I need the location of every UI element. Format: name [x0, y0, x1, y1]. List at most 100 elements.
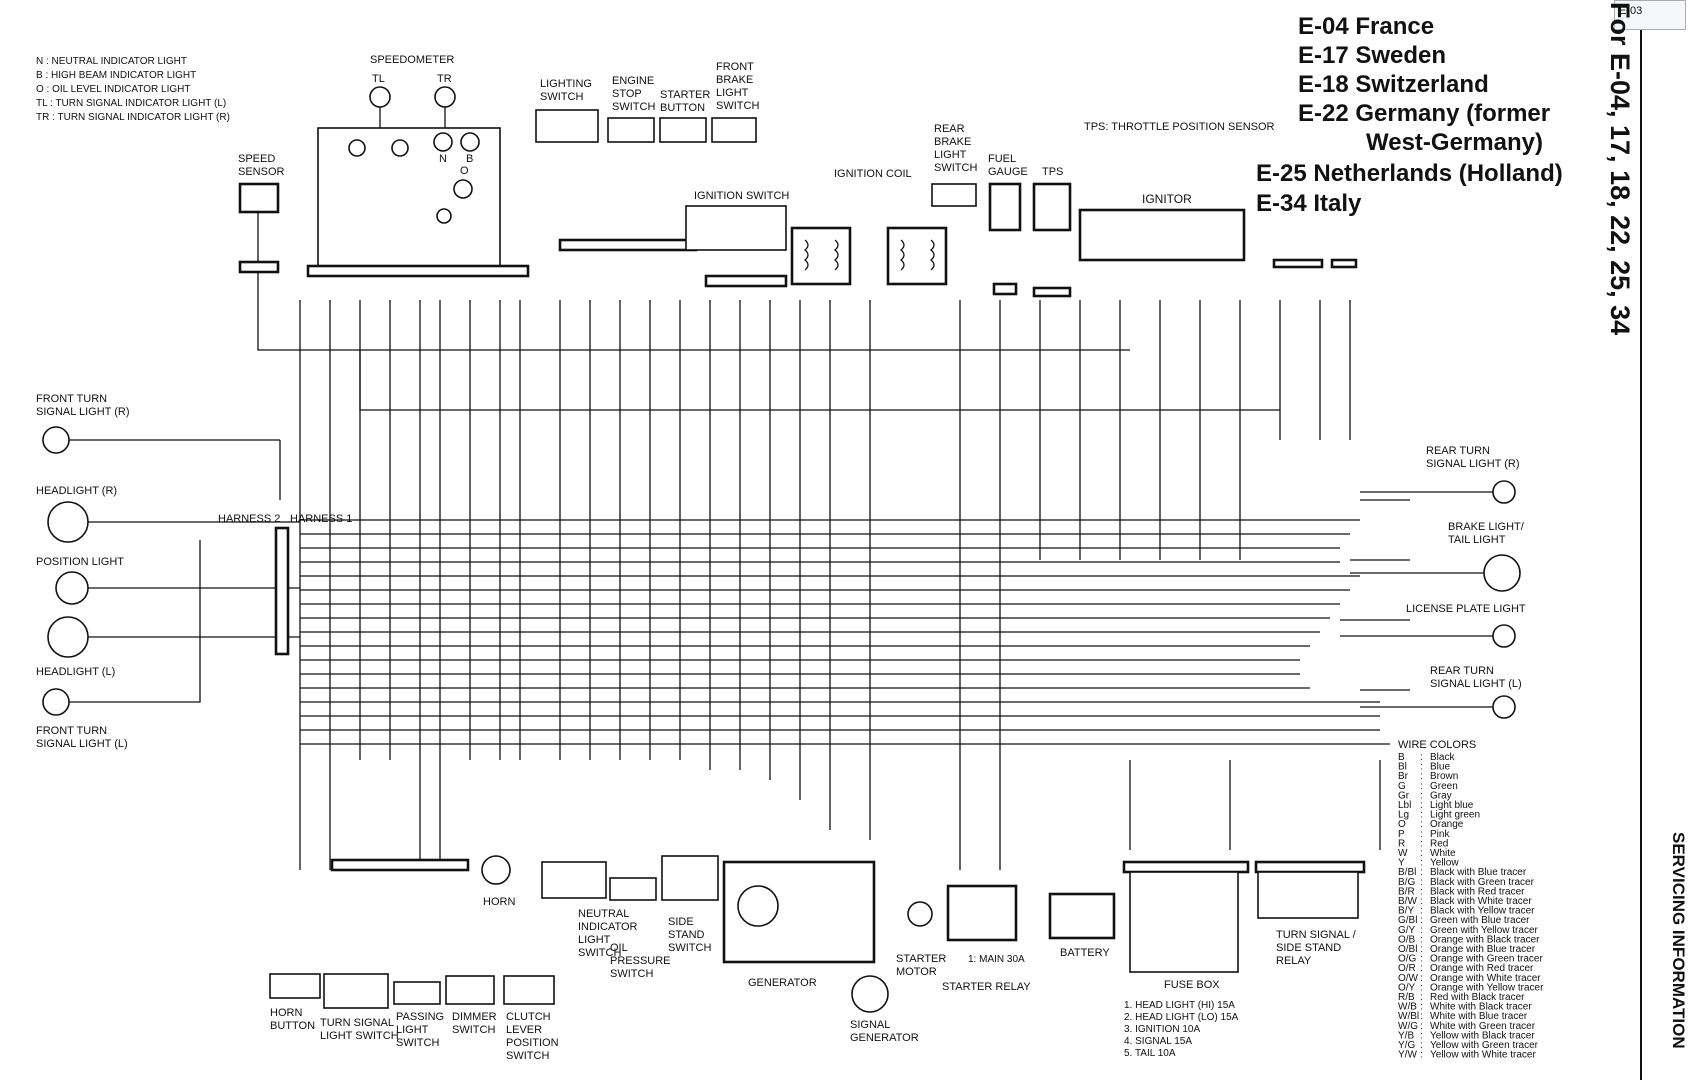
- wire-color-name: Orange: [1430, 819, 1464, 830]
- wire-color-colon: :: [1420, 858, 1423, 869]
- wire-color-colon: :: [1420, 886, 1423, 897]
- wire-color-name: Red with Black tracer: [1430, 992, 1525, 1003]
- turn-lamp-icon: [42, 426, 70, 454]
- horn-icon: [481, 855, 511, 885]
- fuse-box: FUSE BOX 1. HEAD LIGHT (HI) 15A 2. HEAD …: [1122, 860, 1250, 1059]
- rear-brake-label: REAR: [934, 123, 965, 135]
- region-e18: E-18 Switzerland: [1298, 71, 1489, 98]
- wire-color-name: Orange with Green tracer: [1430, 954, 1543, 965]
- rear-brake-switch: REAR BRAKE LIGHT SWITCH: [931, 123, 977, 207]
- license-lamp-icon: [1492, 624, 1516, 648]
- passing-label: PASSING: [396, 1011, 444, 1023]
- wire-color-colon: :: [1420, 1040, 1423, 1051]
- headlight-icon: [47, 501, 89, 543]
- headlight-icon: [47, 616, 89, 658]
- neutral-switch-box: [541, 861, 607, 899]
- wire-color-name: White: [1430, 848, 1456, 859]
- starter-button-box: [659, 117, 707, 143]
- wire-color-name: Orange with Red tracer: [1430, 963, 1534, 974]
- b-label: B: [466, 153, 473, 165]
- wire-color-code: O/Y: [1398, 982, 1416, 993]
- turn-signal-relay: TURN SIGNAL / SIDE STAND RELAY: [1254, 860, 1366, 967]
- wire-color-code: O/W: [1398, 973, 1419, 984]
- fuse-box-connector: [1122, 860, 1250, 874]
- wire-color-name: Orange with Blue tracer: [1430, 944, 1536, 955]
- lamp-icon: [348, 139, 366, 157]
- legend-line: N : NEUTRAL INDICATOR LIGHT: [36, 56, 187, 67]
- rear-brake-label: LIGHT: [934, 149, 967, 161]
- wire-color-name: Gray: [1430, 790, 1452, 801]
- horn-button-label: BUTTON: [270, 1020, 315, 1032]
- ignition-switch-box: [685, 205, 787, 251]
- rear-turn-l: REAR TURN SIGNAL LIGHT (L): [1360, 665, 1522, 719]
- rear-turn-r: REAR TURN SIGNAL LIGHT (R): [1360, 445, 1520, 504]
- speed-sensor-connector: [238, 260, 280, 274]
- harness1-label: HARNESS 1: [290, 513, 352, 525]
- turn-relay-label: RELAY: [1276, 955, 1312, 967]
- main-fuse-label: 1: MAIN 30A: [968, 954, 1025, 965]
- front-brake-label: SWITCH: [716, 100, 759, 112]
- wire-color-colon: :: [1420, 982, 1423, 993]
- position-light-label: POSITION LIGHT: [36, 556, 124, 568]
- engine-stop-label: ENGINE: [612, 75, 654, 87]
- headlight-l-label: HEADLIGHT (L): [36, 666, 115, 678]
- speed-sensor-label: SENSOR: [238, 166, 285, 178]
- side-stand-switch: SIDE STAND SWITCH: [661, 855, 719, 954]
- wire-color-code: B/R: [1398, 886, 1415, 897]
- tps-box: [1032, 182, 1072, 232]
- harness2-label: HARNESS 2: [218, 513, 280, 525]
- oil-pressure-label: SWITCH: [610, 968, 653, 980]
- headlight-r: HEADLIGHT (R): [36, 485, 300, 543]
- wire-color-code: R: [1398, 838, 1405, 849]
- tl-lamp-icon: [369, 86, 391, 108]
- wire-color-name: Black with Green tracer: [1430, 877, 1535, 888]
- starter-relay: 1: MAIN 30A STARTER RELAY: [942, 884, 1031, 993]
- wire-color-colon: :: [1420, 790, 1423, 801]
- battery-label: BATTERY: [1060, 947, 1110, 959]
- wire-color-code: Bl: [1398, 762, 1407, 773]
- rear-connector: [1330, 258, 1358, 269]
- wire-color-colon: :: [1420, 915, 1423, 926]
- wire-color-code: Br: [1398, 771, 1409, 782]
- dimmer-label: DIMMER: [452, 1011, 497, 1023]
- starter-button-label: BUTTON: [660, 102, 705, 114]
- wire-color-colon: :: [1420, 829, 1423, 840]
- turn-lamp-icon: [42, 688, 70, 716]
- engine-stop-label: SWITCH: [612, 101, 655, 113]
- front-turn-l: FRONT TURN SIGNAL LIGHT (L): [36, 540, 201, 750]
- wire-color-colon: :: [1420, 934, 1423, 945]
- tps-connector: [1032, 286, 1072, 298]
- wire-color-code: Y: [1398, 858, 1405, 869]
- wire-color-colon: :: [1420, 819, 1423, 830]
- fuse-line: 4. SIGNAL 15A: [1124, 1036, 1192, 1047]
- signal-generator-label: SIGNAL: [850, 1019, 890, 1031]
- wire-color-name: Red: [1430, 838, 1448, 849]
- coil-2: [886, 226, 948, 286]
- wire-color-name: Green with Yellow tracer: [1430, 925, 1539, 936]
- legend-line: TL : TURN SIGNAL INDICATOR LIGHT (L): [36, 98, 226, 109]
- page-tab[interactable]: E-03: [1614, 0, 1686, 30]
- turn-relay-label: TURN SIGNAL /: [1276, 929, 1357, 941]
- fuse-line: 5. TAIL 10A: [1124, 1048, 1176, 1059]
- main-wiring: [160, 107, 1410, 870]
- wire-color-colon: :: [1420, 896, 1423, 907]
- wire-color-colon: :: [1420, 848, 1423, 859]
- neutral-label: SWITCH: [578, 947, 621, 959]
- front-brake-label: BRAKE: [716, 74, 753, 86]
- brake-tail-label: TAIL LIGHT: [1448, 534, 1506, 546]
- side-stand-label: STAND: [668, 929, 705, 941]
- battery: BATTERY: [1048, 892, 1116, 959]
- ignition-coil: IGNITION COIL: [790, 168, 948, 286]
- wire-color-colon: :: [1420, 925, 1423, 936]
- oil-lamp-icon: [453, 179, 473, 199]
- wire-color-name: Yellow with Black tracer: [1430, 1030, 1535, 1041]
- wire-color-name: Yellow: [1430, 858, 1459, 869]
- horn-label: HORN: [483, 896, 515, 908]
- tr-lamp-icon: [434, 86, 456, 108]
- oil-pressure-label: OIL: [610, 942, 628, 954]
- clutch-label: POSITION: [506, 1037, 559, 1049]
- wire-color-colon: :: [1420, 1002, 1423, 1013]
- wire-colors-table: WIRE COLORS B:BlackBl:BlueBr:BrownG:Gree…: [1398, 739, 1544, 1061]
- wire-color-code: O/G: [1398, 954, 1417, 965]
